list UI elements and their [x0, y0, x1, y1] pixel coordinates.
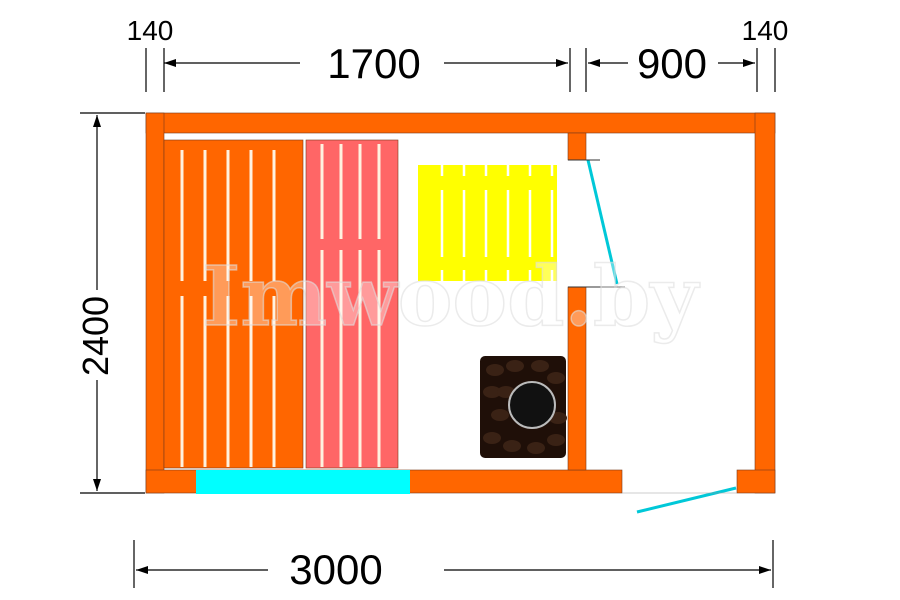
stove-stone — [491, 409, 509, 421]
entrance-door[interactable] — [636, 486, 737, 514]
left-wall — [145, 112, 165, 494]
dim-total-width: 2400 — [75, 296, 116, 376]
upper-bench — [305, 139, 399, 469]
top-wall — [145, 112, 776, 134]
stove-stone — [486, 364, 504, 376]
dim-top-right-wall: 140 — [742, 15, 789, 46]
dim-top-left-wall: 140 — [127, 15, 174, 46]
dim-total-length: 3000 — [289, 546, 382, 593]
dim-dressing-room: 900 — [637, 40, 707, 87]
stove-stone — [483, 386, 501, 398]
dim-steam-room: 1700 — [327, 40, 420, 87]
window — [196, 470, 410, 494]
stove-stone — [547, 372, 565, 384]
stove-stone — [547, 434, 565, 446]
watermark: Imwood.by — [202, 249, 700, 345]
bottom-wall-right — [736, 469, 776, 494]
lower-bench — [163, 139, 304, 469]
stove-stone — [506, 360, 524, 372]
stove — [480, 356, 567, 458]
stove-stone — [483, 432, 501, 444]
stove-stone — [531, 360, 549, 372]
partition-upper — [567, 132, 587, 161]
stove-stone — [527, 442, 545, 454]
arrowheads — [93, 59, 771, 574]
steam-room-door[interactable] — [586, 159, 619, 285]
stove-stone — [503, 440, 521, 452]
stove-tank — [508, 381, 556, 429]
small-bench — [418, 165, 557, 281]
right-wall — [754, 112, 776, 494]
